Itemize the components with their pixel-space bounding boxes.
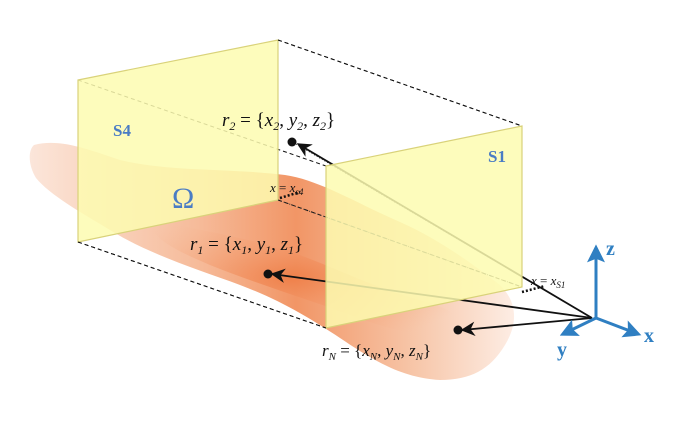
- point-r1: [263, 269, 273, 279]
- svg-text:r2 = {x2, y2, z2}: r2 = {x2, y2, z2}: [222, 110, 335, 133]
- axes-triad: [559, 244, 642, 338]
- x-axis: [595, 316, 642, 338]
- svg-text:rN = {xN, yN, zN}: rN = {xN, yN, zN}: [322, 341, 431, 363]
- axis-z-label: z: [606, 238, 615, 260]
- axis-x-label: x: [644, 325, 654, 347]
- point-r2: [287, 137, 297, 147]
- panel-s1-label: S1: [488, 147, 506, 166]
- label-r1: r1 = {x1, y1, z1}: [190, 234, 303, 257]
- front-dashed-edges: [77, 39, 523, 329]
- label-r2: r2 = {x2, y2, z2}: [222, 110, 335, 133]
- axis-y-label: y: [557, 339, 567, 361]
- panel-s1: [325, 125, 523, 329]
- svg-text:x = xS1: x = xS1: [530, 273, 565, 290]
- panel-s4-label: S4: [113, 121, 131, 140]
- s4-plane-intersection: [279, 190, 301, 200]
- y-axis: [559, 316, 597, 336]
- label-plane-s1: x = xS1: [530, 273, 565, 290]
- omega-symbol: Ω: [172, 182, 194, 215]
- svg-text:x = xs4: x = xs4: [269, 180, 304, 197]
- point-rN: [453, 325, 463, 335]
- label-rN: rN = {xN, yN, zN}: [322, 341, 431, 363]
- label-plane-s4: x = xs4: [269, 180, 304, 197]
- svg-text:r1 = {x1, y1, z1}: r1 = {x1, y1, z1}: [190, 234, 303, 257]
